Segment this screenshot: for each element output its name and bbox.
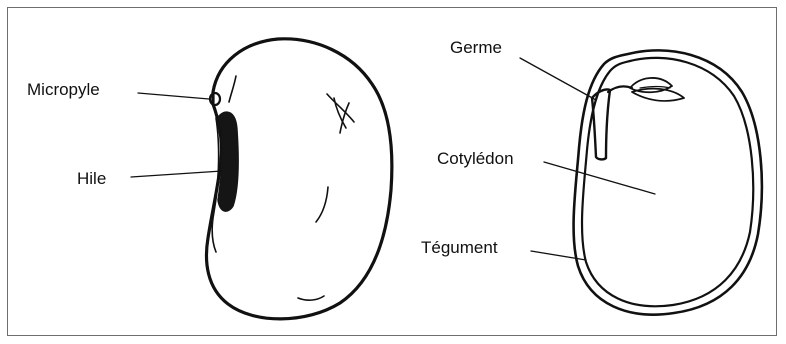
- tegument-leader-line: [531, 251, 586, 260]
- surface-line-3: [298, 296, 324, 300]
- cotyledon-leader-line: [544, 162, 655, 194]
- hilum-groove: [212, 118, 218, 252]
- surface-crack-3: [334, 98, 346, 128]
- label-micropyle: Micropyle: [27, 81, 100, 98]
- hile-leader-line: [131, 171, 222, 177]
- germ-plumule-leaf-2: [632, 89, 684, 101]
- label-germe: Germe: [450, 39, 502, 56]
- surface-line-2: [316, 187, 328, 222]
- label-cotyledon: Cotylédon: [437, 150, 514, 167]
- label-tegument: Tégument: [421, 239, 498, 256]
- germe-leader-line: [520, 58, 596, 100]
- right-seed-inner-outline: [582, 58, 753, 306]
- germ-plumule-stem: [608, 86, 632, 92]
- micropyle-leader-line: [138, 93, 209, 99]
- surface-line-1: [229, 76, 236, 102]
- label-hile: Hile: [77, 170, 106, 187]
